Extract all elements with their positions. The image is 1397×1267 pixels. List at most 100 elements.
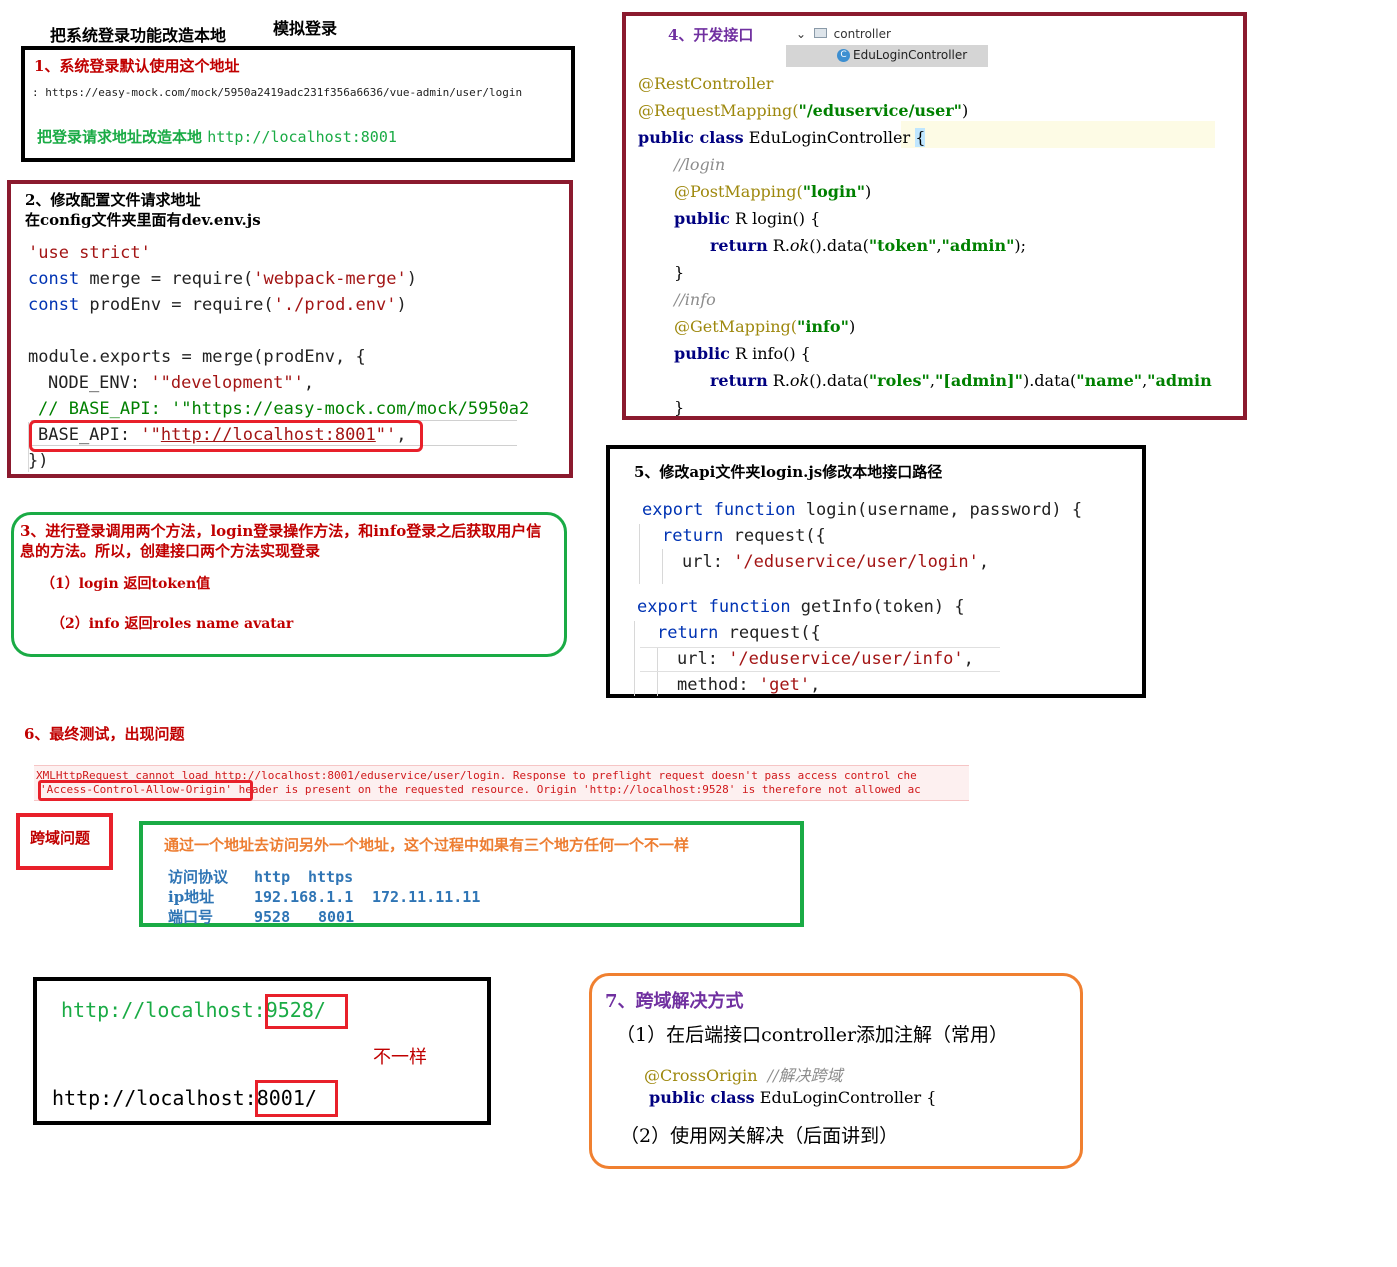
code-return-info: return (710, 371, 768, 390)
compare-box: http://localhost:9528/ 不一样 http://localh… (33, 977, 491, 1125)
cors-label: 跨域问题 (30, 829, 91, 847)
code-login-body-a: R. (767, 236, 790, 255)
page-title: 把系统登录功能改造本地 (50, 26, 227, 45)
step7-box: 7、跨域解决方式 （1）在后端接口controller添加注解（常用） @Cro… (589, 973, 1083, 1169)
code-roles-key: "roles" (868, 371, 930, 390)
code-semi: ); (1014, 236, 1027, 255)
project-tree-file[interactable]: C EduLoginController (786, 45, 988, 67)
code-close-login: } (674, 263, 685, 282)
code-info-body-a: R. (767, 371, 790, 390)
step7-title: 7、跨域解决方式 (605, 991, 744, 1012)
step7-item-2: （2）使用网关解决（后面讲到） (620, 1125, 899, 1147)
code-const-2: const (28, 295, 80, 315)
code-request-2: request({ (718, 623, 821, 643)
tree-folder-label: controller (833, 27, 891, 41)
code-login-body-b: ().data( (809, 236, 869, 255)
code-comment-info: //info (674, 290, 716, 309)
step3-item-2: （2）info 返回roles name avatar (51, 616, 294, 632)
row-ip-b: 172.11.11.11 (372, 888, 481, 906)
login-js-code-2: export function getInfo(token) { return … (637, 597, 974, 695)
code-getinfo-sig: getInfo(token) { (790, 597, 965, 617)
code-data-2: ).data( (1022, 371, 1077, 390)
step1-url: https://easy-mock.com/mock/5950a2419adc2… (45, 86, 523, 99)
code-base-api-q1: '" (140, 425, 161, 445)
code-base-api-q2: "' (375, 425, 397, 445)
code-info-sig: R info() { (729, 344, 811, 363)
code-public-info: public (674, 344, 730, 363)
code-base-api-key: BASE_API: (38, 425, 141, 445)
row-ip-a: 192.168.1.1 (254, 888, 354, 906)
step2-box: 2、修改配置文件请求地址 在config文件夹里面有dev.env.js 'us… (7, 180, 573, 478)
step4-title: 4、开发接口 (668, 26, 754, 44)
code-name-val: "admin (1147, 371, 1212, 390)
code-class-name: EduLoginController (743, 128, 916, 147)
code-name-key: "name" (1076, 371, 1143, 390)
folder-icon (813, 28, 827, 38)
code-public-class: public class (638, 128, 744, 147)
code-cross-comment: //解决跨域 (767, 1066, 843, 1085)
code-prod-env: './prod.env' (273, 295, 397, 315)
code-cross-origin: @CrossOrigin (644, 1066, 758, 1085)
step1-box: 1、系统登录默认使用这个地址 : https://easy-mock.com/m… (21, 46, 575, 162)
login-js-code-1: export function login(username, password… (642, 500, 1083, 572)
compare-port-2: 8001/ (256, 1086, 317, 1110)
code-post-mapping: @PostMapping( (674, 182, 803, 201)
code-export-2: export (637, 597, 699, 617)
step3-title: 3、进行登录调用两个方法，login登录操作方法，和info登录之后获取用户信息… (20, 522, 542, 560)
code-comment-login: //login (674, 155, 726, 174)
port2-highlight (255, 1080, 338, 1117)
code-public-class-7: public class (649, 1088, 755, 1107)
code-login-url: '/eduservice/user/login' (733, 552, 979, 572)
code-return-js-1: return (662, 526, 724, 546)
compare-port-1: 9528/ (265, 998, 326, 1022)
code-url-key-2: url: (677, 649, 729, 669)
code-login-sig: R login() { (729, 209, 821, 228)
code-open-brace: { (915, 128, 926, 147)
step1-url-prefix: : (32, 86, 39, 99)
code-node-env-key: NODE_ENV: (48, 373, 151, 393)
step1-local-url: http://localhost:8001 (207, 128, 397, 146)
code-return-js-2: return (657, 623, 719, 643)
code-info-body-b: ().data( (809, 371, 869, 390)
code-base-api-val: http://localhost:8001 (160, 425, 376, 445)
code-function-2: function (708, 597, 791, 617)
code-ok-2: ok (789, 371, 810, 390)
base-api-highlight (29, 420, 423, 452)
code-export-1: export (642, 500, 704, 520)
code-get-mapping: @GetMapping( (674, 317, 797, 336)
code-return-login: return (710, 236, 768, 255)
cors-explain-box: 通过一个地址去访问另外一个地址，这个过程中如果有三个地方任何一个不一样 访问协议… (139, 821, 804, 927)
compare-url-2: http://localhost: (52, 1086, 257, 1110)
error-line-1: XMLHttpRequest cannot load http://localh… (36, 769, 917, 782)
project-tree-folder: ⌄ controller (796, 27, 891, 41)
code-request-path: "/eduservice/user" (798, 101, 963, 120)
step4-box: 4、开发接口 ⌄ controller C EduLoginController… (622, 12, 1247, 420)
code-function-1: function (713, 500, 796, 520)
code-const: const (28, 269, 80, 289)
code-post-arg: "login" (802, 182, 866, 201)
code-prodenv-name: prodEnv = require( (79, 295, 274, 315)
code-public-login: public (674, 209, 730, 228)
step5-title: 5、修改api文件夹login.js修改本地接口路径 (634, 463, 943, 481)
code-comment-line: // BASE_API: '"https://easy-mock.com/moc… (38, 399, 530, 419)
controller-code: @RestController @RequestMapping("/eduser… (638, 70, 1212, 421)
row-ip-label: ip地址 (168, 888, 215, 906)
row-port-a: 9528 (254, 908, 291, 926)
code-close-info: } (674, 398, 685, 417)
console-error: XMLHttpRequest cannot load http://localh… (34, 765, 969, 801)
page-subtitle: 模拟登录 (273, 19, 338, 38)
code-merge-name: merge = (79, 269, 172, 289)
error-line-2: header is present on the requested resou… (232, 783, 921, 796)
row-protocol-a: http (254, 868, 291, 886)
row-port-b: 8001 (318, 908, 355, 926)
step7-item-1: （1）在后端接口controller添加注解（常用） (616, 1024, 1009, 1046)
compare-url-1: http://localhost: (61, 998, 266, 1022)
code-exports-line: module.exports = merge(prodEnv, { (28, 347, 366, 367)
step5-box: 5、修改api文件夹login.js修改本地接口路径 export functi… (606, 445, 1146, 698)
step1-note: 把登录请求地址改造本地 (37, 128, 203, 146)
chevron-down-icon: ⌄ (796, 27, 807, 41)
code-request-mapping: @RequestMapping( (638, 101, 799, 120)
row-port-label: 端口号 (168, 908, 214, 926)
step2-subtitle: 在config文件夹里面有dev.env.js (25, 211, 261, 229)
class-icon: C (837, 49, 850, 62)
